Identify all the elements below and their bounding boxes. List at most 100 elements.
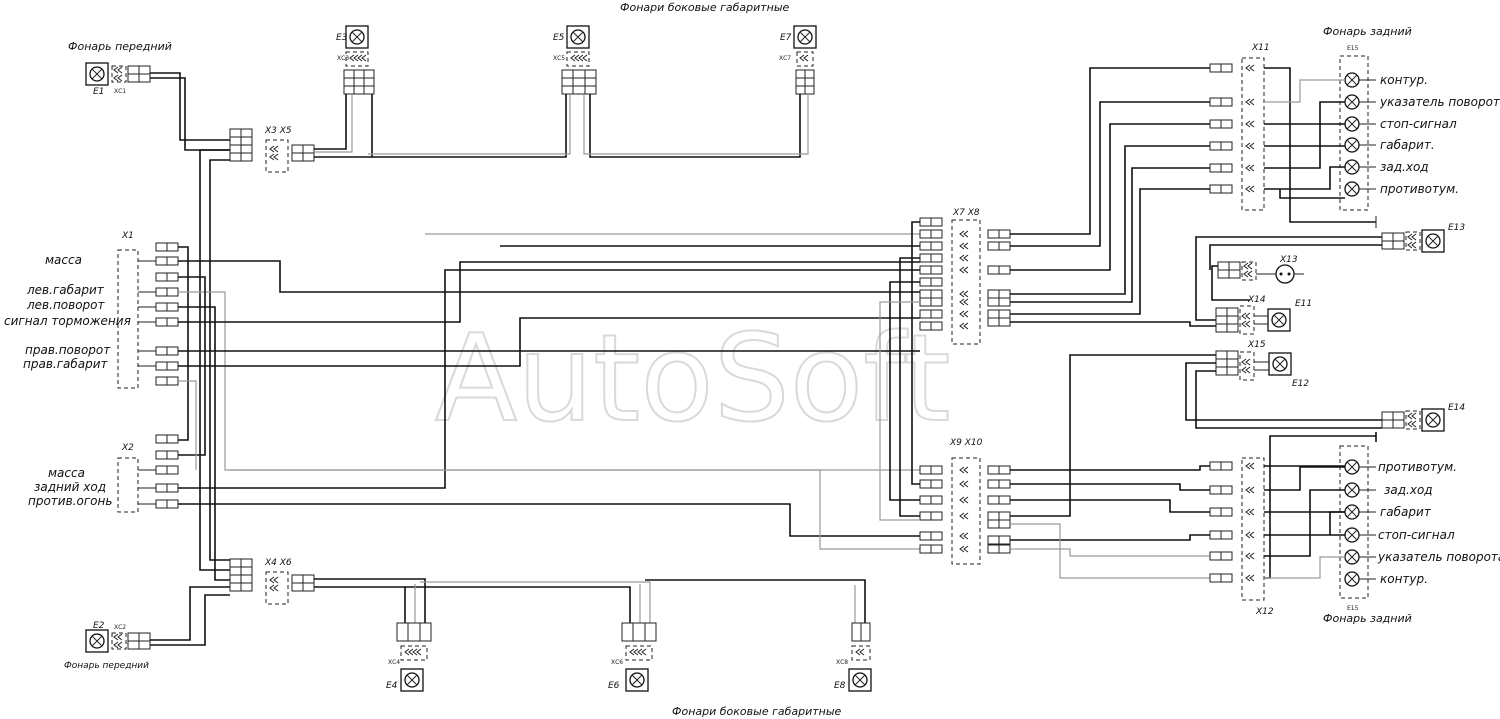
lamp-e3-icon: [345, 25, 369, 49]
rear-top-label-2: указатель поворота: [1379, 95, 1500, 109]
connector-xs1: [111, 65, 151, 83]
rear-bottom-lamp-6-icon: [1344, 571, 1360, 587]
signal-x2-reverse: задний ход: [34, 480, 106, 494]
title-rear-top: Фонарь задний: [1323, 25, 1412, 38]
rear-bottom-label-5: указатель поворота: [1377, 550, 1500, 564]
signal-x1-left-turn: лев.поворот: [26, 298, 106, 312]
connector-x3x5: [229, 128, 315, 173]
rear-top-lamp-4-icon: [1344, 137, 1360, 153]
label-x14: Х14: [1247, 295, 1266, 305]
rear-top-label-5: зад.ход: [1380, 160, 1429, 174]
label-x7x8: Х7 Х8: [952, 208, 980, 218]
title-side-bottom: Фонари боковые габаритные: [672, 705, 842, 718]
connector-x11: [1209, 57, 1265, 211]
rear-top-labels: контур. указатель поворота стоп-сигнал г…: [1379, 73, 1500, 196]
lamp-e5-icon: [566, 25, 590, 49]
rear-bottom-lamp-4-icon: [1344, 527, 1360, 543]
wire-e13: [1195, 236, 1382, 321]
label-x2: Х2: [121, 443, 134, 453]
wire-x13: [1211, 265, 1250, 301]
rear-bottom-lamp-1-icon: [1344, 459, 1360, 475]
lamp-e14-icon: [1421, 408, 1445, 432]
label-xs4: ХС4: [388, 659, 400, 666]
connector-x4x6: [229, 558, 315, 605]
wires-bottom: [150, 578, 866, 646]
connector-xs4: [396, 622, 432, 661]
connector-xs8: [851, 622, 871, 661]
label-x13: Х13: [1279, 255, 1298, 265]
label-xs7: ХС7: [779, 55, 791, 62]
rear-lamp-bottom: [1339, 445, 1376, 599]
label-xs3: ХС3: [337, 55, 349, 62]
rear-bottom-lamp-2-icon: [1344, 482, 1360, 498]
rear-top-lamp-5-icon: [1344, 159, 1360, 175]
label-e15-bottom: Е15: [1347, 605, 1359, 612]
connector-e13: [1381, 231, 1421, 251]
lamp-e8-icon: [848, 668, 872, 692]
label-x4x6: Х4 Х6: [264, 558, 292, 568]
label-x1: Х1: [121, 231, 134, 241]
wires-center: [879, 67, 1216, 579]
wires-left: [138, 233, 920, 581]
connector-x13: [1217, 261, 1304, 284]
rear-top-label-3: стоп-сигнал: [1380, 117, 1457, 131]
rear-bottom-lamp-5-icon: [1344, 549, 1360, 565]
connector-xs5: [561, 51, 597, 95]
rear-bottom-label-3: габарит: [1380, 505, 1432, 519]
rear-bottom-labels: противотум. зад.ход габарит стоп-сигнал …: [1377, 460, 1500, 586]
connector-x7x8: [919, 217, 1011, 345]
label-x3x5: Х3 Х5: [264, 126, 292, 136]
label-e11: Е11: [1295, 299, 1312, 309]
label-xs5: ХС5: [553, 55, 565, 62]
signal-x1-right-turn: прав.поворот: [25, 343, 111, 357]
connector-x9x10: [919, 457, 1011, 565]
wires-top: [150, 72, 809, 571]
label-x11: Х11: [1251, 43, 1270, 53]
wires-right-top: [1264, 67, 1377, 228]
label-e14: Е14: [1448, 403, 1465, 413]
connector-x12: [1209, 457, 1265, 601]
label-xs8: ХС8: [836, 659, 848, 666]
connector-xs6: [621, 622, 657, 661]
connector-x2: [117, 434, 179, 513]
connector-xs7: [795, 51, 815, 95]
rear-top-label-4: габарит.: [1380, 138, 1435, 152]
title-front-left: Фонарь передний: [68, 40, 172, 53]
signal-x1-right-side: прав.габарит: [23, 357, 109, 371]
rear-top-label-6: противотум.: [1380, 182, 1459, 196]
rear-top-label-1: контур.: [1380, 73, 1428, 87]
signal-x1-brake: сигнал торможения: [4, 314, 131, 328]
lamp-e13-icon: [1421, 229, 1445, 253]
label-x15: Х15: [1247, 340, 1266, 350]
label-e6: Е6: [608, 681, 620, 691]
signal-x2-fog: против.огонь: [28, 494, 112, 508]
wire-e12: [1254, 361, 1269, 371]
label-e1: Е1: [93, 87, 104, 97]
label-e5: Е5: [553, 33, 565, 43]
rear-top-lamp-2-icon: [1344, 94, 1360, 110]
label-x12: Х12: [1255, 607, 1274, 617]
label-e13: Е13: [1448, 223, 1465, 233]
rear-top-lamp-3-icon: [1344, 116, 1360, 132]
signal-x1-left-side: лев.габарит: [26, 283, 105, 297]
rear-bottom-label-6: контур.: [1380, 572, 1428, 586]
signal-labels-x1: масса лев.габарит лев.поворот сигнал тор…: [4, 253, 131, 371]
signal-x2-mass: масса: [48, 466, 85, 480]
rear-top-lamp-6-icon: [1344, 181, 1360, 197]
connector-x15: [1215, 350, 1255, 381]
lamp-e2-icon: [85, 629, 109, 653]
lamp-e7-icon: [793, 25, 817, 49]
title-front-left-bottom: Фонарь передний: [64, 661, 149, 671]
label-x9x10: Х9 Х10: [949, 438, 983, 448]
lamp-e6-icon: [625, 668, 649, 692]
rear-lamp-top: [1339, 55, 1376, 211]
lamp-e1-icon: [85, 62, 109, 86]
rear-bottom-label-2: зад.ход: [1384, 483, 1433, 497]
label-xs6: ХС6: [611, 659, 623, 666]
wire-e11: [1254, 315, 1268, 325]
connector-e14: [1381, 410, 1421, 430]
rear-bottom-lamp-3-icon: [1344, 504, 1360, 520]
rear-top-lamp-1-icon: [1344, 72, 1360, 88]
label-e8: Е8: [834, 681, 846, 691]
